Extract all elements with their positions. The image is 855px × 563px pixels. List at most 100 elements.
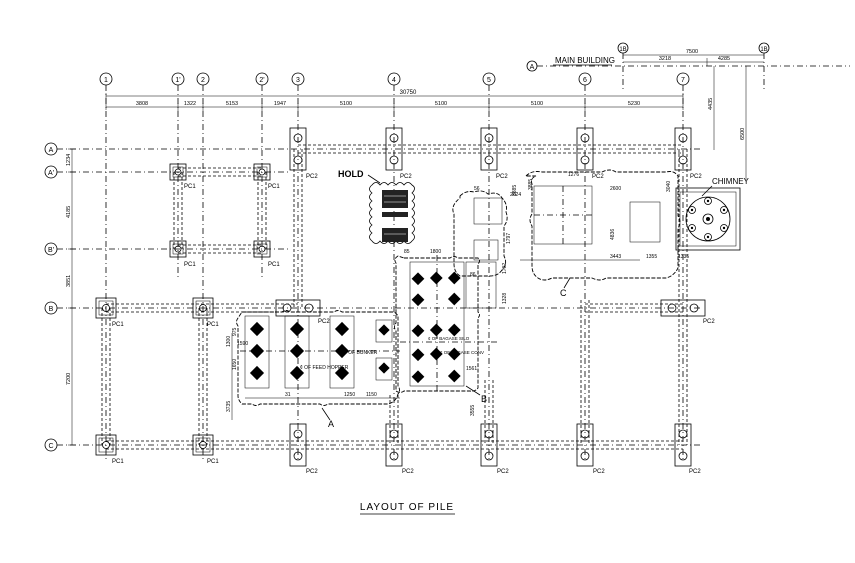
- col-dim-1: 3808: [136, 101, 148, 107]
- row-dim-3: 3851: [66, 275, 72, 287]
- col-dim-7: 5100: [531, 101, 543, 107]
- drawing-title: LAYOUT OF PILE: [360, 502, 455, 515]
- svg-text:5: 5: [487, 77, 491, 84]
- pile-cap-pc2: PC2: [385, 127, 412, 180]
- svg-text:7: 7: [681, 77, 685, 84]
- svg-text:2': 2': [259, 77, 264, 84]
- svg-text:3443: 3443: [610, 254, 621, 260]
- pile-cap-pc2: PC2: [576, 423, 605, 475]
- svg-text:C: C: [48, 443, 53, 450]
- main-building-v2: 6500: [740, 128, 746, 140]
- pile-cap-pc1: PC1: [169, 163, 196, 190]
- main-building-grid-1b-right: 1B: [760, 47, 767, 53]
- svg-text:PC1: PC1: [207, 322, 219, 328]
- svg-text:PC1: PC1: [268, 262, 280, 268]
- svg-text:1335: 1335: [678, 254, 689, 260]
- row-dim-4: 7200: [66, 373, 72, 385]
- pile-cap-pc2: PC2: [576, 127, 604, 180]
- svg-text:1300: 1300: [226, 336, 232, 347]
- svg-text:1590: 1590: [237, 341, 248, 347]
- main-building-total-dim: 7500: [686, 49, 698, 55]
- zone-a-label: A: [328, 419, 334, 429]
- pile-cap-pc1: PC1: [192, 297, 219, 328]
- svg-text:1250: 1250: [344, 392, 355, 398]
- svg-text:PC2: PC2: [703, 319, 715, 325]
- grid-rows: A A' B' B C: [44, 142, 700, 452]
- pc2-caps-row-a: PC2 PC2 PC2 PC2 PC2: [289, 127, 702, 180]
- col-dim-5: 5100: [340, 101, 352, 107]
- svg-text:B: B: [49, 306, 54, 313]
- svg-text:31: 31: [285, 392, 291, 398]
- grid-col-3: 3: [291, 72, 305, 462]
- zone-a-feed-hopper: ¢ OF FEED HOPPER ¢ OF BUNKER A 1300 975 …: [226, 310, 400, 429]
- pile-cap-pc2: PC2: [289, 423, 318, 475]
- pile-cap-pc2: PC2: [480, 127, 508, 180]
- col-dim-3: 5153: [226, 101, 238, 107]
- svg-text:PC2: PC2: [318, 319, 330, 325]
- svg-text:85: 85: [404, 249, 410, 255]
- grid-col-7: 7: [676, 72, 690, 462]
- grid-col-6: 6: [578, 72, 592, 462]
- svg-text:2: 2: [201, 77, 205, 84]
- svg-text:1800: 1800: [430, 249, 441, 255]
- svg-text:A: A: [49, 147, 54, 154]
- svg-text:¢ OF BAGASE CONV: ¢ OF BAGASE CONV: [440, 350, 484, 355]
- main-building-grid-1b-left: 1B: [619, 47, 626, 53]
- svg-text:PC2: PC2: [306, 469, 318, 475]
- pile-cap-pc1: PC1: [192, 434, 219, 465]
- chimney-label: CHIMNEY: [712, 177, 750, 186]
- svg-text:56: 56: [474, 186, 480, 192]
- svg-text:PC1: PC1: [112, 322, 124, 328]
- col-dim-4: 1947: [274, 101, 286, 107]
- overall-dim-text: 30750: [400, 90, 417, 96]
- svg-text:3: 3: [296, 77, 300, 84]
- svg-text:4836: 4836: [610, 229, 616, 240]
- pile-cap-pc1: PC1: [253, 240, 280, 268]
- svg-text:2024: 2024: [510, 192, 521, 198]
- grid-row-b-prime: B': [44, 242, 290, 256]
- pile-cap-pc2: PC2: [660, 299, 715, 325]
- grid-col-4: 4: [387, 72, 401, 462]
- zone-c-label: C: [560, 288, 567, 298]
- pile-cap-pc1: PC1: [253, 163, 280, 190]
- hold-label: HOLD: [338, 169, 364, 179]
- svg-text:86: 86: [470, 272, 476, 278]
- main-building-label: MAIN BUILDING: [555, 56, 615, 65]
- feed-hopper-label: ¢ OF FEED HOPPER: [300, 365, 349, 371]
- col-dim-2: 1322: [184, 101, 196, 107]
- col-dim-6: 5100: [435, 101, 447, 107]
- svg-text:4: 4: [392, 77, 396, 84]
- svg-text:PC2: PC2: [306, 174, 318, 180]
- main-building-dim-1: 3218: [659, 56, 671, 62]
- svg-text:1561: 1561: [466, 366, 477, 372]
- overall-dimension: 30750 3808 1322 5153 1947 5100 5100 5100…: [105, 90, 684, 111]
- grid-col-2: 2: [196, 72, 210, 462]
- svg-text:3735: 3735: [226, 401, 232, 412]
- pile-symbols-zone-b: [411, 271, 461, 384]
- bunker-label: ¢ OF BUNKER: [344, 350, 378, 356]
- svg-text:3885: 3885: [512, 185, 518, 196]
- pc1-caps: PC1 PC1 PC1 PC1 PC1 PC1 PC1 PC1: [95, 163, 280, 465]
- svg-text:PC2: PC2: [592, 174, 604, 180]
- main-building-grid-a: A: [530, 64, 535, 71]
- svg-text:A': A': [48, 170, 54, 177]
- svg-text:1328: 1328: [502, 293, 508, 304]
- svg-text:1276: 1276: [568, 172, 579, 178]
- svg-text:3040: 3040: [666, 181, 672, 192]
- svg-text:1': 1': [175, 77, 180, 84]
- title-text: LAYOUT OF PILE: [360, 502, 454, 513]
- pile-cap-pc2: PC2: [674, 127, 702, 180]
- pile-cap-pc1: PC1: [95, 434, 124, 465]
- svg-text:6: 6: [583, 77, 587, 84]
- svg-text:1797: 1797: [506, 233, 512, 244]
- svg-text:1150: 1150: [366, 392, 377, 398]
- grid-col-1: 1: [99, 72, 113, 462]
- svg-text:PC2: PC2: [496, 174, 508, 180]
- grid-row-a-prime: A': [44, 165, 290, 179]
- pc2-caps-row-b: PC2 PC2: [275, 299, 715, 325]
- row-dimensions: 1234 4185 3851 7200: [66, 148, 76, 446]
- svg-text:PC1: PC1: [184, 262, 196, 268]
- svg-text:PC2: PC2: [689, 469, 701, 475]
- row-dim-1: 1234: [66, 154, 72, 166]
